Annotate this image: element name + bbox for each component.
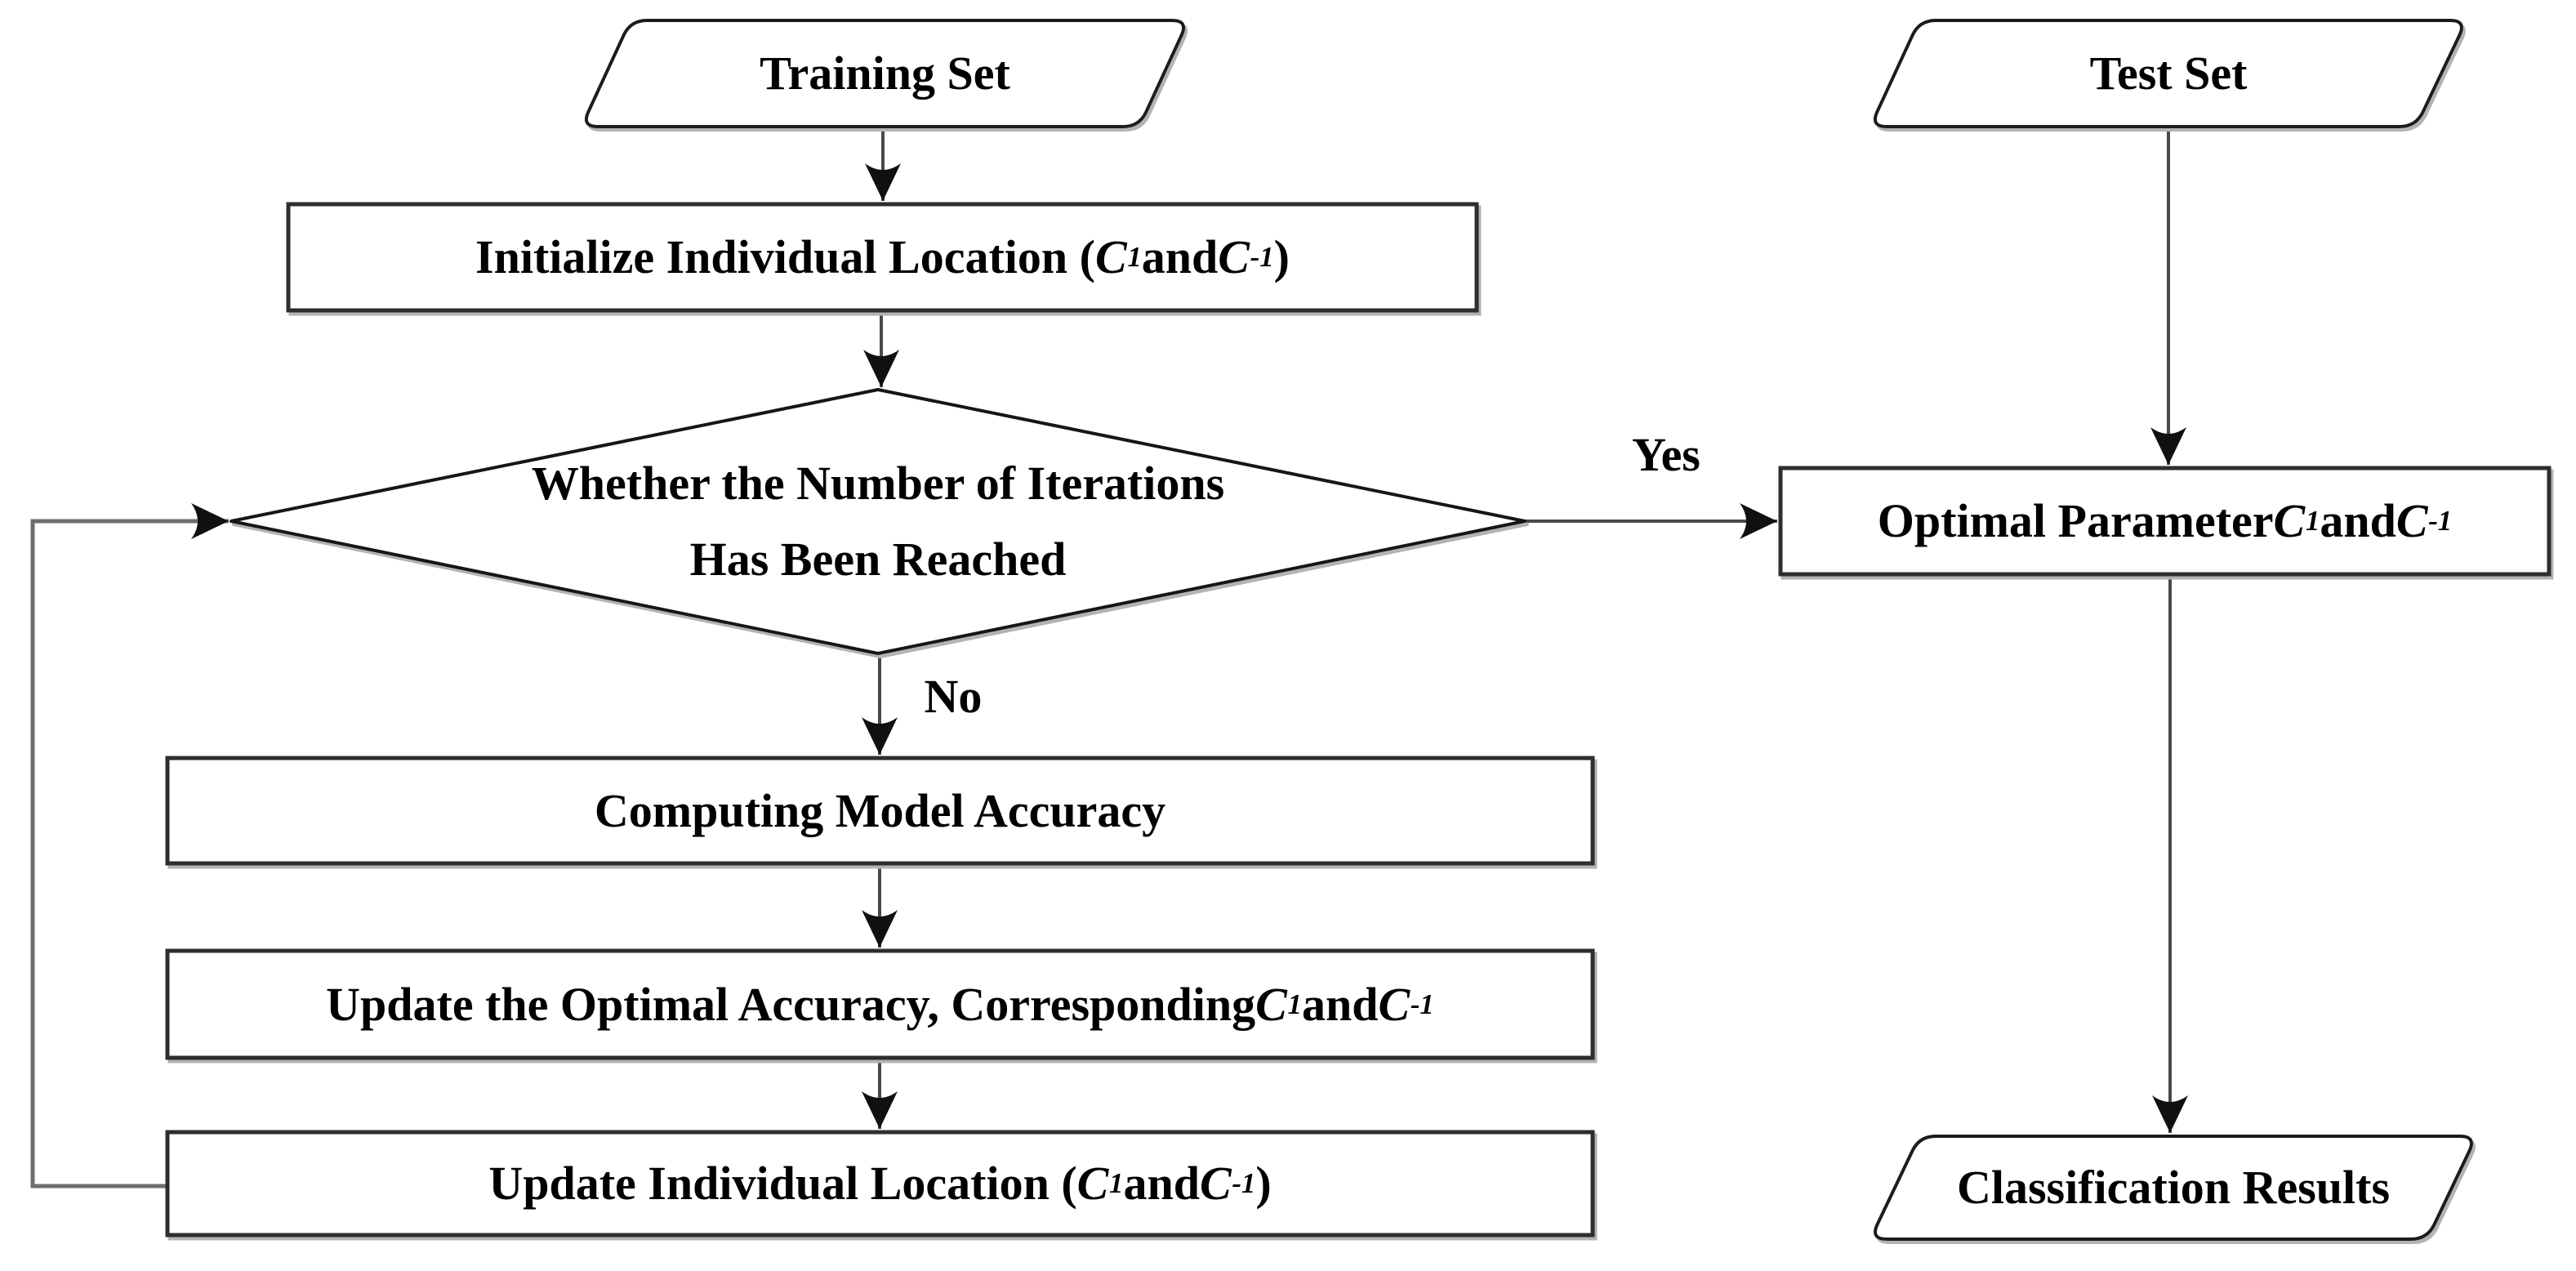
shape-initialize-location [286,202,1479,313]
label-test-set: Test Set [2089,47,2248,100]
label-yes: Yes [1632,428,1700,482]
shape-training-set [584,19,1186,128]
label-update-optimal: Update the Optimal Accuracy, Correspondi… [326,977,1434,1031]
label-training-set: Training Set [760,47,1010,100]
shape-test-set [1873,19,2463,128]
label-iteration-check: Whether the Number of Iterations Has Bee… [355,390,1401,653]
shape-update-location [165,1130,1595,1238]
label-no: No [924,670,983,724]
label-classification-results: Classification Results [1956,1161,2391,1215]
label-iteration-check-line1: Whether the Number of Iterations [531,456,1225,510]
label-iteration-check-line2: Has Been Reached [689,532,1067,586]
connector-loopback-to-decision [30,503,229,1188]
shape-classification-results [1874,1135,2473,1241]
node-shapes [165,19,2551,1241]
label-computing-accuracy: Computing Model Accuracy [594,783,1166,837]
connectors [30,128,2188,1188]
shape-computing-accuracy [165,756,1595,866]
shape-iteration-check [230,388,1526,655]
shape-optimal-parameter [1778,466,2551,577]
shape-update-optimal [165,948,1595,1060]
